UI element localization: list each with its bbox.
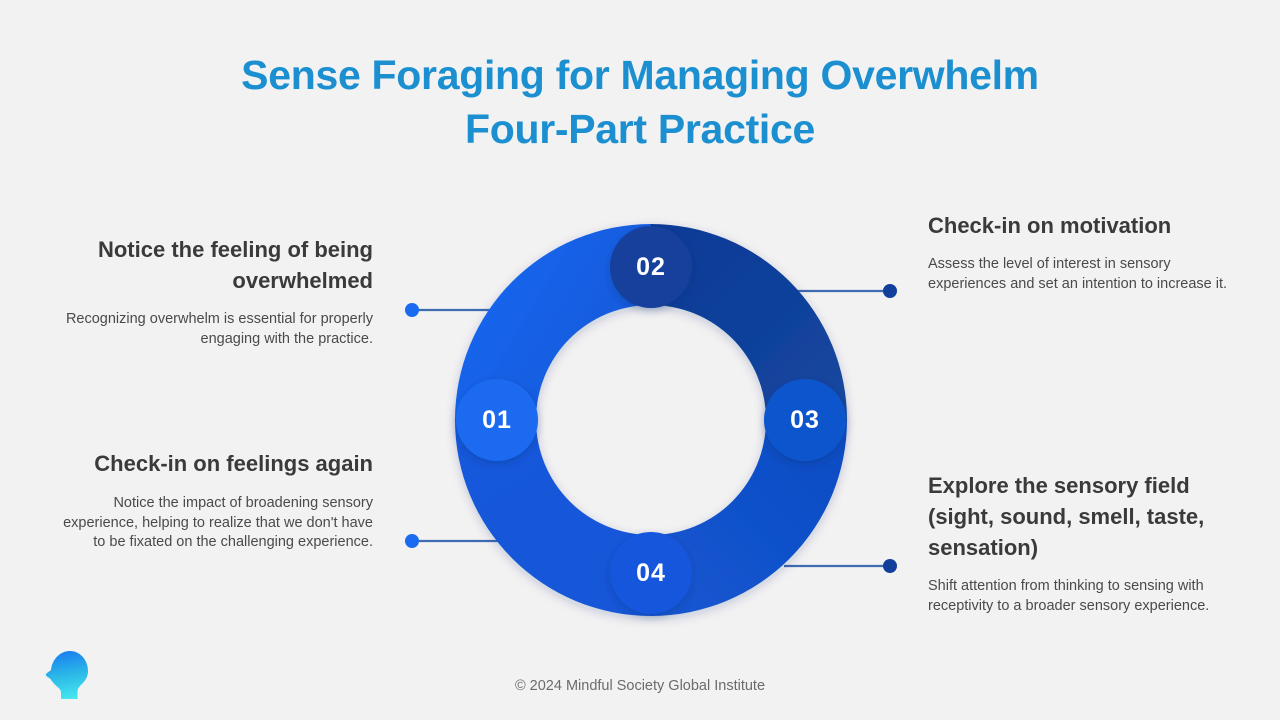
- step-panel-04: Check-in on feelings again Notice the im…: [58, 448, 373, 553]
- step-panel-01: Notice the feeling of being overwhelmed …: [10, 234, 373, 349]
- step-title-04: Check-in on feelings again: [94, 451, 373, 476]
- step-title-02: Check-in on motivation: [928, 213, 1172, 238]
- step-description-04: Notice the impact of broadening sensory …: [63, 495, 373, 550]
- donut-badge-03[interactable]: 03: [764, 379, 846, 461]
- donut-badge-04[interactable]: 04: [610, 532, 692, 614]
- donut-segments: [455, 224, 847, 616]
- donut-badge-04-label: 04: [636, 559, 666, 587]
- title-line-1: Sense Foraging for Managing Overwhelm: [241, 52, 1039, 98]
- donut-badge-03-label: 03: [790, 406, 820, 434]
- donut-number-badges: 01 02 03 04: [456, 226, 846, 614]
- head-profile-logo: [45, 651, 88, 699]
- step-description-02: Assess the level of interest in sensory …: [928, 256, 1228, 292]
- donut-segment-01[interactable]: [455, 224, 651, 420]
- step-panel-02: Check-in on motivation Assess the level …: [928, 210, 1228, 294]
- step-title-03: Explore the sensory field (sight, sound,…: [928, 473, 1205, 560]
- title-line-2: Four-Part Practice: [464, 106, 816, 152]
- donut-chart: 01 02 03 04: [443, 212, 863, 636]
- donut-badge-01-label: 01: [482, 406, 512, 434]
- page-title: Sense Foraging for Managing Overwhelm Fo…: [0, 48, 1280, 156]
- donut-chart-svg: 01 02 03 04: [455, 224, 847, 616]
- donut-segment-03[interactable]: [651, 420, 847, 616]
- step-title-01: Notice the feeling of being overwhelmed: [97, 237, 373, 293]
- donut-segment-02[interactable]: [651, 224, 847, 420]
- donut-badge-02-label: 02: [636, 253, 666, 281]
- donut-badge-01[interactable]: 01: [456, 379, 538, 461]
- donut-badge-02[interactable]: 02: [610, 226, 692, 308]
- donut-segment-04[interactable]: [455, 420, 651, 616]
- footer-copyright: © 2024 Mindful Society Global Institute: [514, 678, 766, 694]
- step-description-01: Recognizing overwhelm is essential for p…: [65, 311, 373, 347]
- step-description-03: Shift attention from thinking to sensing…: [928, 578, 1210, 614]
- step-panel-03: Explore the sensory field (sight, sound,…: [928, 470, 1248, 616]
